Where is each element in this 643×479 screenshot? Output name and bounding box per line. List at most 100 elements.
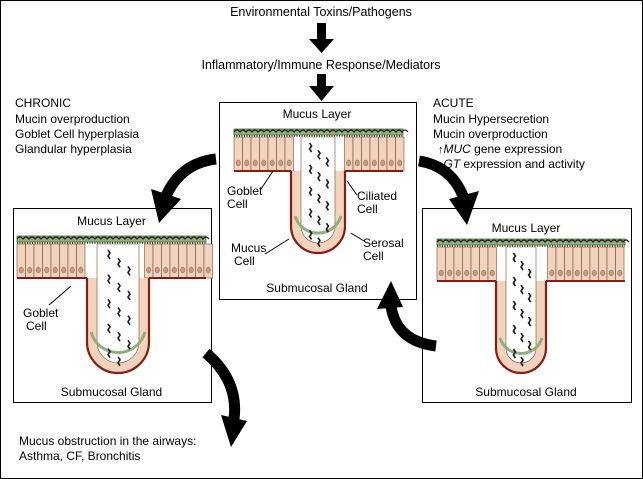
left-panel [13,208,212,403]
center-gland-mucus [317,171,321,182]
left-cell-nucleus [18,266,24,274]
right-cell-nucleus [472,269,478,277]
center-cell-nucleus [397,159,403,167]
right-gland-mucus [512,324,517,335]
left-gland-mucus [127,339,131,350]
center-gland-mucus [325,178,330,189]
center-cell-nucleus [235,159,241,167]
acute-heading: ACUTE [433,96,474,110]
curved-arrow-back-to-center [377,281,437,352]
center-gland-lumen [300,136,336,244]
acute-muc-line: ↑MUC gene expression [438,142,562,157]
right-gland-mucus [520,356,524,367]
left-cell-nucleus [69,266,75,274]
right-gland-label: Submucosal Gland [475,385,577,399]
center-cell-nucleus [354,159,360,167]
right-cell-nucleus [608,269,614,277]
pointer-left-goblet [48,285,72,306]
down-arrow-1 [309,23,334,53]
center-gland-mucus [308,164,313,175]
left-gland-mucus [107,298,111,309]
right-gland-mucus [512,348,517,359]
right-cell-nucleus [566,269,572,277]
left-gland-mucus [107,274,111,285]
pointer-mucus-cell [264,238,290,255]
center-cell-nucleus [269,159,275,167]
pointer-ciliated [346,180,358,196]
center-panel [219,102,417,300]
chronic-line-3: Glandular hyperplasia [15,142,132,156]
outcome-line-2: Asthma, CF, Bronchitis [19,449,141,463]
right-cell-nucleus [574,269,580,277]
left-cell-nucleus [146,266,152,274]
center-cell-nucleus [261,159,267,167]
center-cell-nucleus [244,159,250,167]
outcome-line-1: Mucus obstruction in the airways: [19,434,197,448]
right-cell-nucleus [489,269,495,277]
left-cell-nucleus [52,266,58,274]
left-mucus-strands [16,236,210,240]
right-mucus-layer-label: Mucus Layer [491,221,561,235]
acute-line-2: Mucin overproduction [433,127,548,141]
pointer-goblet [260,170,274,190]
right-gland-mucus [527,292,532,303]
curved-arrow-to-chronic [151,153,217,223]
right-gland-mucus [527,268,532,279]
center-gland-mucus [325,222,330,233]
muc-gene: MUC [443,142,471,156]
left-gland-mucus [127,315,131,326]
center-serosal-label-2: Cell [363,249,384,263]
toxins-label: Environmental Toxins/Pathogens [230,5,412,19]
left-gland-mucus [107,249,111,260]
right-cell-nucleus [557,269,563,277]
center-gland-mucus [317,149,321,160]
gt-gene: GT [443,157,461,171]
acute-line-1: Mucin Hypersecretion [433,112,550,126]
left-cell-nucleus [27,266,33,274]
chronic-heading: CHRONIC [15,96,71,110]
right-cell-nucleus [549,269,555,277]
right-cell-nucleus [447,269,453,277]
center-mucus-layer-label: Mucus Layer [282,107,352,121]
chronic-line-1: Mucin overproduction [15,112,130,126]
center-gland-mucus [325,200,330,211]
left-cell-nucleus [44,266,50,274]
center-mucus-cell-label-1: Mucus [231,241,267,255]
center-gland-mucus [325,157,330,168]
right-cell-nucleus [583,269,589,277]
center-mucus-cell-label-2: Cell [234,254,255,268]
pointer-serosal [350,232,365,242]
up-arrow-icon: ↑ [438,159,444,171]
left-gland-mucus [117,331,121,342]
right-gland-mucus [527,340,532,351]
left-surface-cell [203,243,213,279]
right-gland-lumen [505,246,537,364]
muc-suffix: gene expression [470,142,563,156]
down-arrow-2 [309,74,334,101]
left-cell-nucleus [171,266,177,274]
right-gland-mucus [520,308,524,319]
left-gland-mucus [127,265,131,276]
center-cell-nucleus [252,159,258,167]
right-cell-nucleus [455,269,461,277]
right-panel [422,208,632,403]
left-gland-base-cells [89,331,147,355]
center-gland-mucus [308,186,313,197]
left-cell-nucleus [180,266,186,274]
center-gland-mucus [308,229,313,240]
center-gland-base-cells [293,215,343,235]
left-cell-nucleus [205,266,211,274]
left-gland-mucus [117,307,121,317]
up-arrow-icon: ↑ [438,144,444,156]
left-gland-mucus [117,257,121,268]
center-gland-mucus [308,142,313,153]
right-gland-mucus [520,284,524,295]
right-gland-mucus [527,316,532,327]
left-gland-mucus [117,356,121,367]
left-epithelium [16,235,213,375]
right-mucus-strands [436,239,630,243]
acute-gt-line: ↑GT expression and activity [438,157,585,172]
right-cell-nucleus [617,269,623,277]
